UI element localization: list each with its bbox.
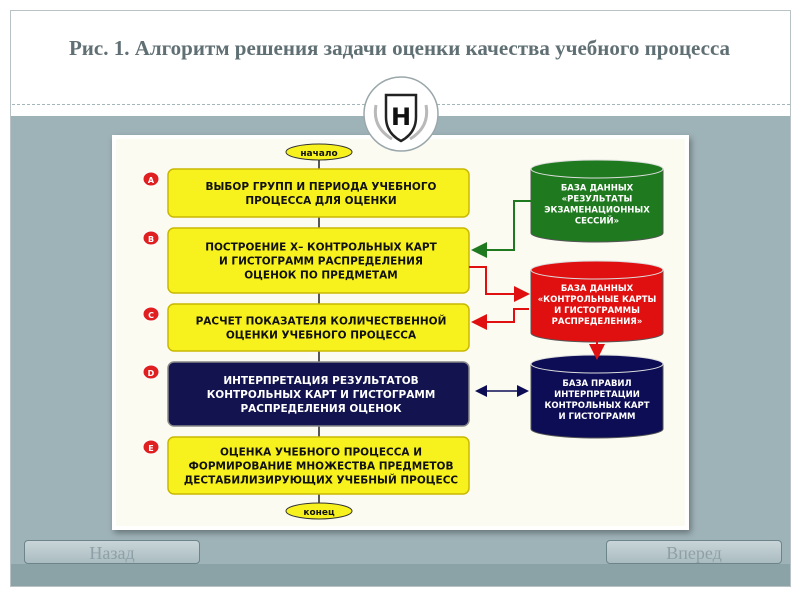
flowchart-svg: начало конец A ВЫБОР ГРУПП И ПЕРИОДА УЧЕБНО… — [142, 143, 664, 520]
step-badge-d — [142, 364, 160, 380]
figure-caption: Алгоритм решения задачи оценки качества … — [129, 36, 731, 60]
database-text-3: ИНТЕРПРЕТАЦИИ — [554, 390, 640, 400]
step-text-d: КОНТРОЛЬНЫХ КАРТ И ГИСТОГРАММ — [207, 389, 436, 401]
step-badge-c — [142, 306, 160, 322]
slide-title: Рис. 1. Алгоритм решения задачи оценки к… — [12, 36, 787, 61]
database-body-3 — [530, 363, 664, 439]
step-letter-e: E — [148, 444, 153, 453]
flowchart: начало конец A ВЫБОР ГРУПП И ПЕРИОДА УЧЕБНО… — [116, 139, 685, 526]
step-text-e: ДЕСТАБИЛИЗИРУЮЩИХ УЧЕБНЫЙ ПРОЦЕСС — [184, 474, 459, 487]
arrow-db1-to-b — [471, 200, 532, 258]
database-text-1: СЕССИЙ» — [575, 215, 619, 227]
step-box-d — [167, 361, 470, 427]
database-text-2: БАЗА ДАННЫХ — [561, 284, 634, 294]
database-text-1: «РЕЗУЛЬТАТЫ — [562, 195, 633, 205]
step-text-d: ИНТЕРПРЕТАЦИЯ РЕЗУЛЬТАТОВ — [223, 375, 418, 387]
forward-button[interactable]: Вперед — [606, 540, 782, 564]
start-terminator — [285, 143, 353, 161]
step-letter-b: B — [148, 235, 154, 244]
database-body-1 — [530, 168, 664, 243]
database-body-2 — [530, 269, 664, 343]
bottom-strip — [11, 564, 790, 586]
database-text-2: И ГИСТОГРАММЫ — [554, 306, 640, 316]
database-text-3: БАЗА ПРАВИЛ — [562, 379, 631, 389]
back-button[interactable]: Назад — [24, 540, 200, 564]
step-badge-b — [142, 230, 160, 246]
step-box-a — [167, 168, 470, 218]
database-top-3 — [530, 354, 664, 374]
step-badge-e — [142, 439, 160, 455]
crest-letter: Н — [391, 103, 411, 131]
database-text-1: ЭКЗАМЕНАЦИОННЫХ — [544, 206, 650, 216]
step-box-e — [167, 436, 470, 495]
database-text-3: КОНТРОЛЬНЫХ КАРТ — [544, 401, 649, 411]
step-text-d: РАСПРЕДЕЛЕНИЯ ОЦЕНОК — [240, 403, 401, 415]
step-text-c: РАСЧЕТ ПОКАЗАТЕЛЯ КОЛИЧЕСТВЕННОЙ — [196, 315, 447, 328]
step-letter-c: C — [148, 311, 154, 320]
step-badge-a — [142, 171, 160, 187]
database-text-3: И ГИСТОГРАММ — [558, 412, 635, 422]
database-top-1 — [530, 159, 664, 179]
step-box-c — [167, 303, 470, 352]
step-text-a: ВЫБОР ГРУПП И ПЕРИОДА УЧЕБНОГО — [206, 181, 437, 193]
step-text-b: ПОСТРОЕНИЕ X– КОНТРОЛЬНЫХ КАРТ — [205, 242, 437, 254]
end-terminator — [285, 502, 353, 520]
step-letter-a: A — [148, 176, 155, 185]
step-text-b: И ГИСТОГРАММ РАСПРЕДЕЛЕНИЯ — [219, 256, 423, 268]
figure-label: Рис. 1. — [68, 36, 130, 60]
database-text-1: БАЗА ДАННЫХ — [561, 184, 634, 194]
end-label: конец — [303, 508, 335, 518]
step-letter-d: D — [148, 369, 155, 378]
arrow-b-to-db2 — [469, 266, 530, 302]
step-text-b: ОЦЕНОК ПО ПРЕДМЕТАМ — [244, 270, 398, 282]
crest-icon: Н — [363, 76, 439, 152]
database-top-2 — [530, 260, 664, 280]
step-box-b — [167, 227, 470, 294]
start-label: начало — [300, 149, 337, 159]
database-text-2: РАСПРЕДЕЛЕНИЯ» — [552, 317, 643, 327]
step-text-a: ПРОЦЕССА ДЛЯ ОЦЕНКИ — [245, 195, 396, 207]
step-text-e: ОЦЕНКА УЧЕБНОГО ПРОЦЕССА И — [220, 447, 422, 459]
arrow-db2-to-c — [471, 308, 529, 330]
step-text-e: ФОРМИРОВАНИЕ МНОЖЕСТВА ПРЕДМЕТОВ — [189, 461, 454, 473]
database-text-2: «КОНТРОЛЬНЫЕ КАРТЫ — [538, 295, 657, 305]
step-text-c: ОЦЕНКИ УЧЕБНОГО ПРОЦЕССА — [226, 330, 417, 342]
